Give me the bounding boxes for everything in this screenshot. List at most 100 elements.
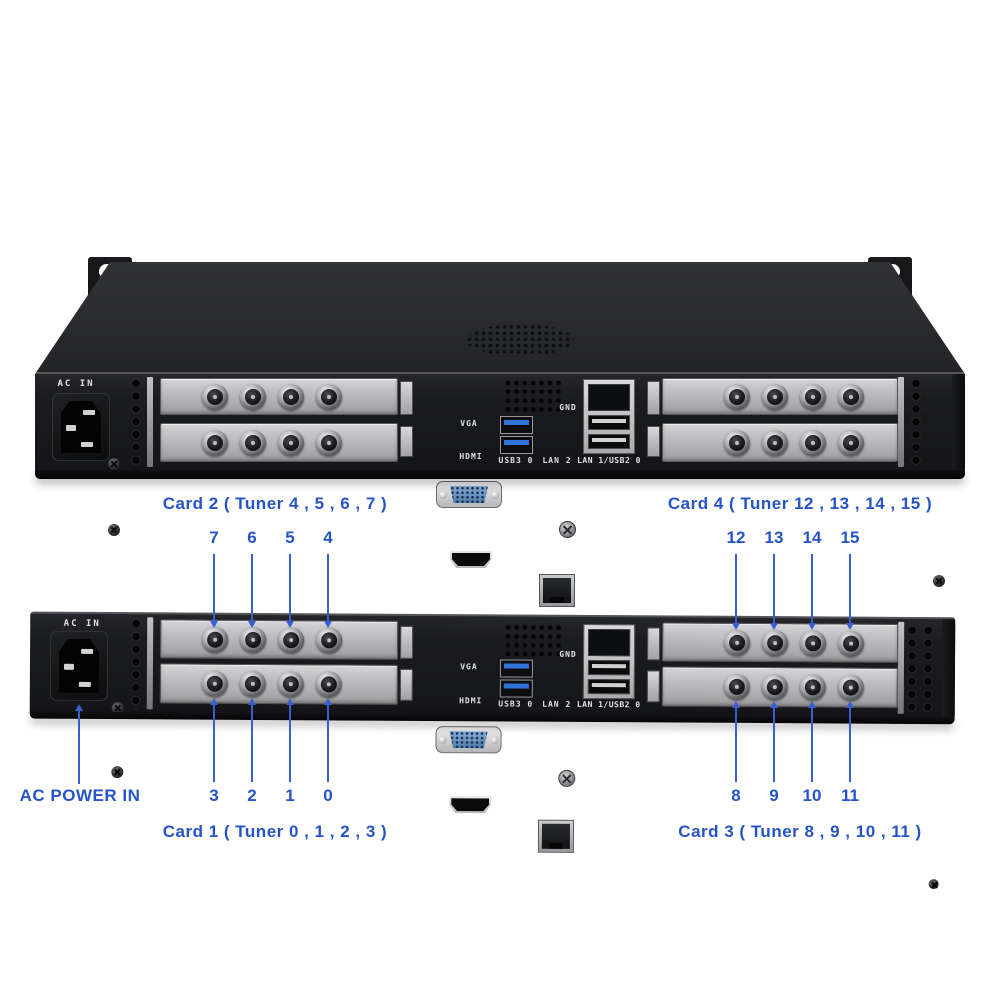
rf-tuner-connector <box>724 429 750 456</box>
inlet-pin <box>83 410 95 415</box>
hdmi-label: HDMI <box>459 452 483 461</box>
vent-holes <box>908 377 924 467</box>
ac-power-inlet <box>49 630 109 702</box>
usb2-port <box>587 678 630 695</box>
chassis-top-panel <box>35 262 965 374</box>
vga-dsub <box>449 731 487 748</box>
blank-slot-cover <box>400 625 414 659</box>
tuner-number: 13 <box>764 528 784 547</box>
leader-line <box>286 698 294 782</box>
tuner-number: 5 <box>285 528 295 547</box>
ground-terminal <box>558 769 576 787</box>
tuner-number: 3 <box>209 786 219 805</box>
usb3-port <box>499 659 534 678</box>
tuner-number: 9 <box>769 786 779 805</box>
rf-tuner-connector <box>278 383 304 410</box>
leader-line <box>324 698 332 782</box>
tuner-card-2-faceplate <box>160 619 399 660</box>
vga-screw-nut <box>491 490 499 499</box>
vent-holes <box>127 617 145 710</box>
screw <box>928 879 939 890</box>
inlet-pin <box>81 442 93 447</box>
rf-tuner-connector <box>201 670 228 697</box>
hdmi-port <box>450 551 492 568</box>
usb3-port <box>500 416 533 434</box>
vent-holes <box>903 623 937 715</box>
ground-terminal <box>559 521 576 538</box>
ac-in-label: AC IN <box>57 379 95 389</box>
rf-tuner-connector <box>724 383 750 410</box>
tuner-number: 2 <box>247 786 257 805</box>
leader-line <box>248 698 256 782</box>
lan2-port <box>537 819 575 853</box>
blank-slot-cover <box>400 381 413 415</box>
hdmi-port <box>449 796 491 813</box>
card-guide-rail <box>146 617 154 710</box>
usb3-port <box>499 679 533 698</box>
tuner-card-3-faceplate <box>662 423 898 462</box>
ac-power-in-label: AC POWER IN <box>19 786 141 805</box>
screw <box>933 575 945 587</box>
usb2-port <box>588 414 630 430</box>
blank-slot-cover <box>400 426 413 457</box>
tuner-number: 14 <box>802 528 822 547</box>
rf-tuner-connector <box>316 383 342 410</box>
leader-line <box>248 554 256 628</box>
lan1-port <box>588 628 631 656</box>
vga-dsub <box>450 486 488 503</box>
usb2-port <box>587 659 631 676</box>
card1-label: Card 1 ( Tuner 0 , 1 , 2 , 3 ) <box>162 822 388 841</box>
card-guide-rail <box>898 377 904 467</box>
leader-line <box>324 554 332 628</box>
tuner-number: 15 <box>840 528 860 547</box>
lan1-port <box>588 384 630 411</box>
screw <box>108 458 120 470</box>
lan1-usb2-combo-port <box>582 623 636 700</box>
tuner-number: 7 <box>209 528 219 547</box>
tuner-card-4-faceplate <box>662 378 898 415</box>
rf-tuner-connector <box>762 383 788 410</box>
tuner-card-1-faceplate <box>160 423 398 462</box>
inlet-pin <box>63 663 74 670</box>
screw <box>108 524 120 536</box>
inlet-pin <box>78 681 91 687</box>
tuner-number: 11 <box>841 786 859 805</box>
card-guide-rail <box>147 377 153 467</box>
leader-line <box>846 701 854 782</box>
vent-holes <box>504 379 562 414</box>
tuner-number: 10 <box>802 786 822 805</box>
rf-tuner-connector <box>240 383 266 410</box>
card4-label: Card 4 ( Tuner 12 , 13 , 14 , 15 ) <box>667 494 933 513</box>
tuner-number: 6 <box>247 528 257 547</box>
usb3-port <box>500 436 533 454</box>
leader-line <box>286 554 294 628</box>
inlet-pin <box>81 648 94 654</box>
chassis-side-edge <box>952 374 965 470</box>
tuner-number: 12 <box>726 528 746 547</box>
usb2-port <box>588 433 630 449</box>
rf-tuner-connector <box>838 383 864 410</box>
blank-slot-cover <box>647 627 661 661</box>
vga-port <box>436 481 502 508</box>
usb3-ports <box>499 659 534 698</box>
leader-line <box>808 554 816 630</box>
lan2-port <box>539 574 575 607</box>
vga-label: VGA <box>460 662 478 672</box>
leader-line <box>732 701 740 782</box>
rf-tuner-connector <box>202 429 228 456</box>
rf-tuner-connector <box>838 429 864 456</box>
tuner-card-4-faceplate <box>662 622 899 663</box>
rf-tuner-connector <box>240 429 266 456</box>
leader-line <box>770 701 778 782</box>
leader-line <box>770 554 778 630</box>
tuner-card-3-faceplate <box>661 666 898 708</box>
blank-slot-cover <box>399 668 413 701</box>
rf-tuner-connector <box>278 429 304 456</box>
blank-slot-cover <box>647 381 660 415</box>
chassis-side-edge <box>941 619 956 720</box>
rf-tuner-connector <box>762 429 788 456</box>
hdmi-label: HDMI <box>459 696 483 706</box>
ac-power-inlet <box>52 393 110 461</box>
